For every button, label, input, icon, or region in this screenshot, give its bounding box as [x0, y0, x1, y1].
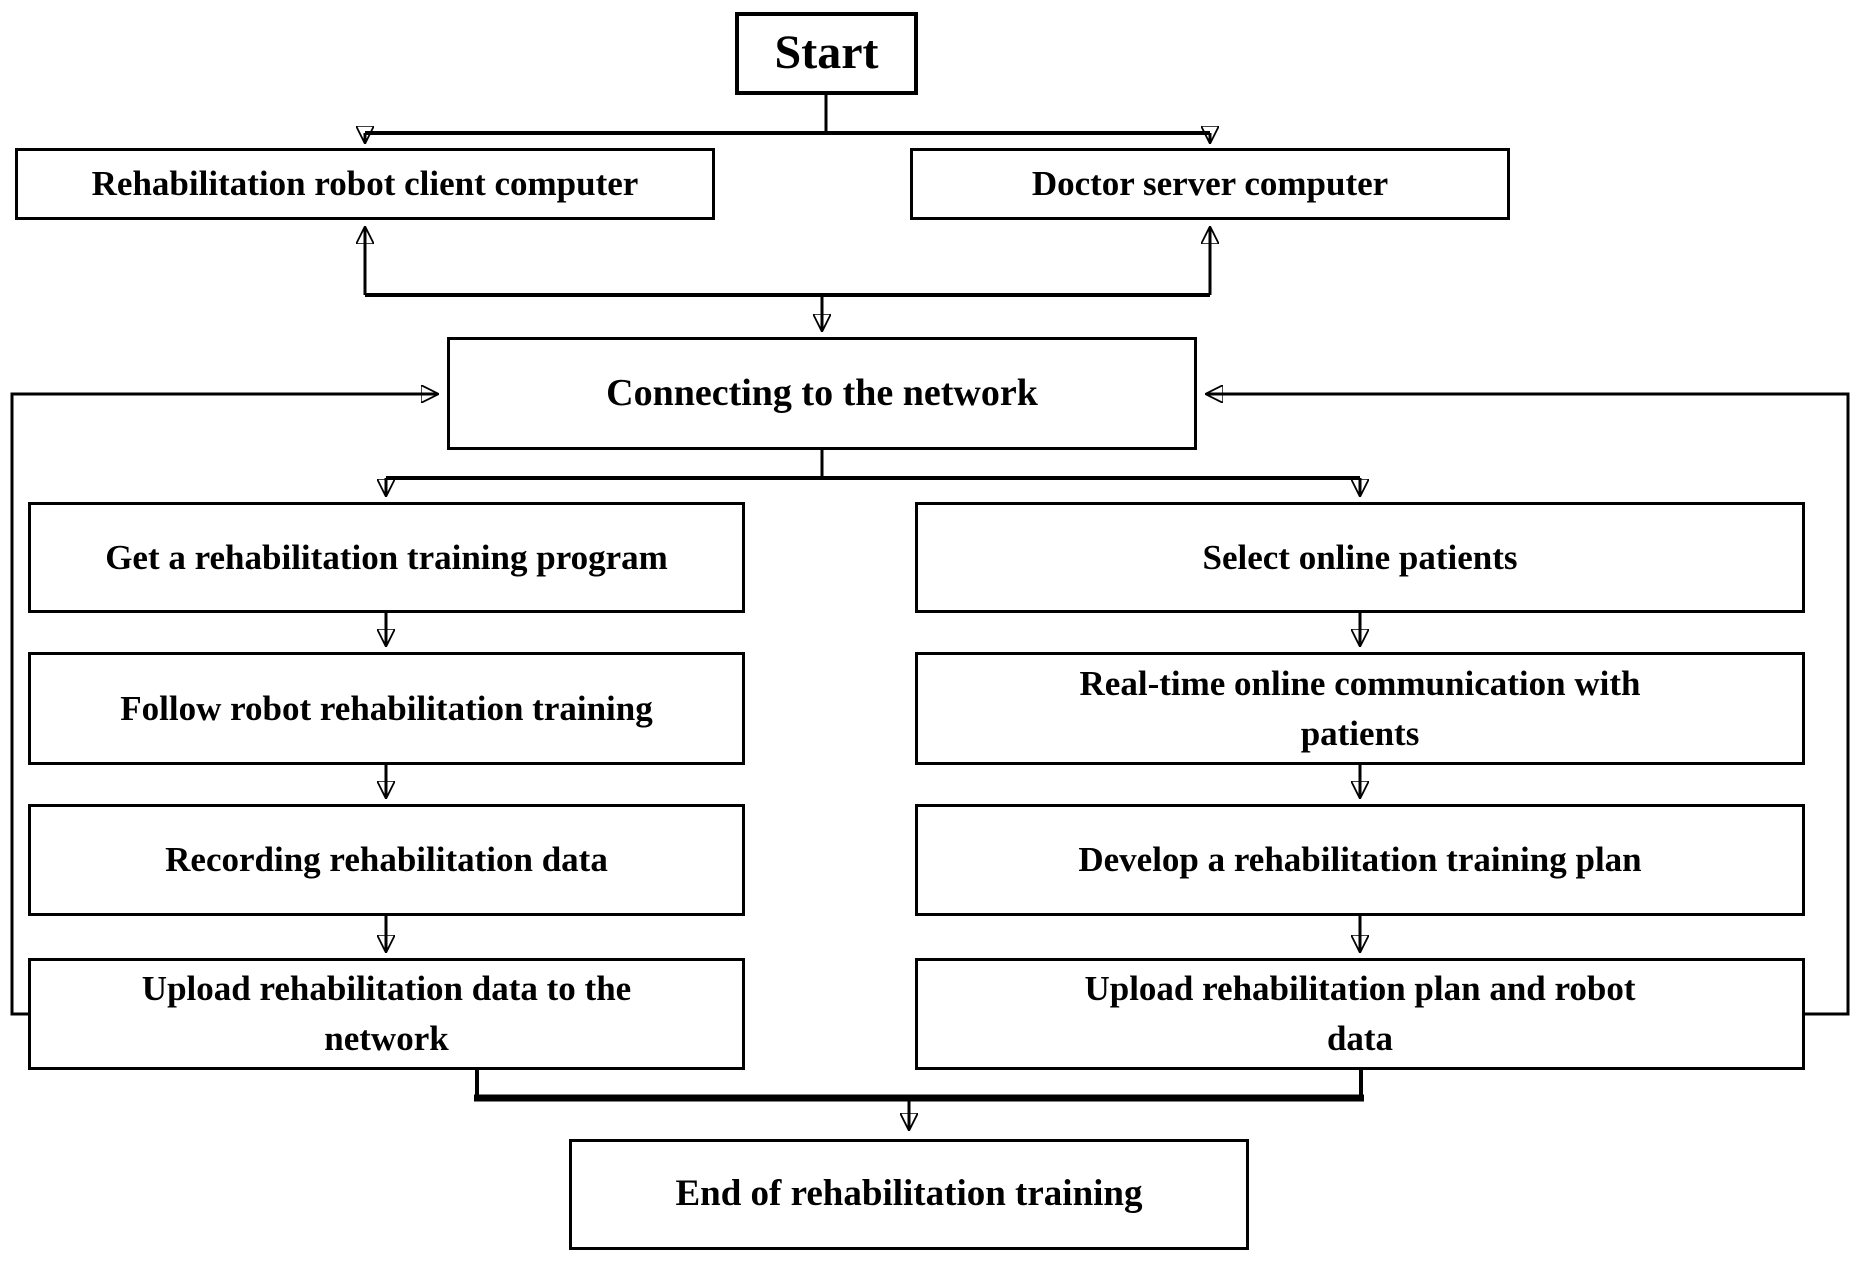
- node-doctor-server-computer-label: Doctor server computer: [1031, 164, 1389, 204]
- node-connecting-network-label: Connecting to the network: [606, 371, 1038, 414]
- node-get-training-program: Get a rehabilitation training program: [28, 502, 745, 613]
- node-doctor-server-computer: Doctor server computer: [910, 148, 1510, 220]
- node-start: Start: [735, 12, 918, 95]
- node-develop-training-plan: Develop a rehabilitation training plan: [915, 804, 1805, 916]
- node-connecting-network: Connecting to the network: [447, 337, 1197, 450]
- node-select-online-patients-label: Select online patients: [1202, 537, 1518, 577]
- node-upload-rehab-data: Upload rehabilitation data to the networ…: [28, 958, 745, 1070]
- edge-feedback-right: [1207, 394, 1850, 1016]
- node-get-training-program-label: Get a rehabilitation training program: [105, 537, 668, 577]
- node-realtime-communication-label: Real-time online communication with pati…: [1079, 663, 1641, 753]
- node-rehab-client-computer-label: Rehabilitation robot client computer: [91, 164, 639, 204]
- node-rehab-client-computer: Rehabilitation robot client computer: [15, 148, 715, 220]
- node-develop-training-plan-label: Develop a rehabilitation training plan: [1078, 840, 1642, 880]
- node-upload-rehab-data-label: Upload rehabilitation data to the networ…: [141, 969, 632, 1058]
- node-start-label: Start: [774, 26, 879, 80]
- node-follow-robot-training: Follow robot rehabilitation training: [28, 652, 745, 765]
- node-recording-rehab-data: Recording rehabilitation data: [28, 804, 745, 916]
- node-select-online-patients: Select online patients: [915, 502, 1805, 613]
- node-realtime-communication: Real-time online communication with pati…: [915, 652, 1805, 765]
- node-follow-robot-training-label: Follow robot rehabilitation training: [120, 688, 653, 728]
- edge-feedback-left: [10, 394, 437, 1016]
- node-upload-plan-robot-data: Upload rehabilitation plan and robot dat…: [915, 958, 1805, 1070]
- node-recording-rehab-data-label: Recording rehabilitation data: [165, 840, 608, 880]
- node-end-training-label: End of rehabilitation training: [675, 1173, 1143, 1215]
- node-upload-plan-robot-data-label: Upload rehabilitation plan and robot dat…: [1084, 969, 1636, 1058]
- node-end-training: End of rehabilitation training: [569, 1139, 1249, 1250]
